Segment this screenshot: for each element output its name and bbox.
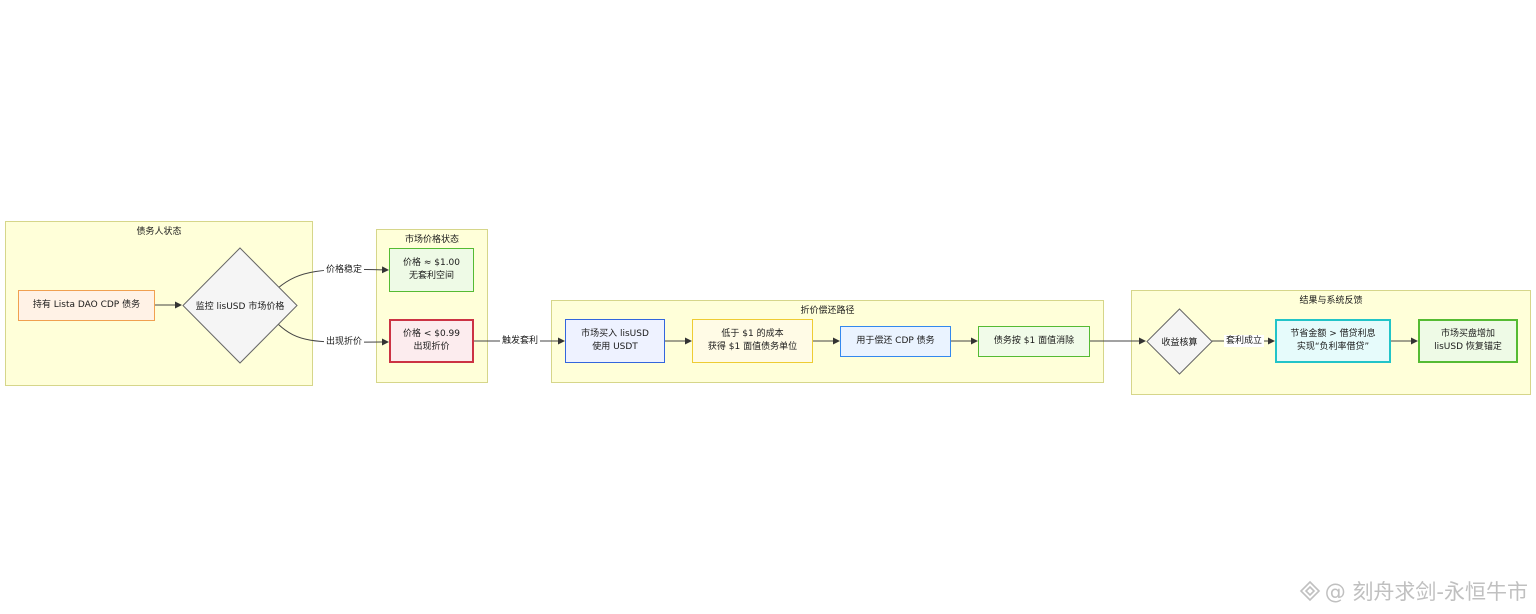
node-line2: 实现“负利率借贷” — [1296, 342, 1370, 352]
node-hold-debt: 持有 Lista DAO CDP 债务 — [18, 290, 155, 321]
node-monitor-price: 监控 lisUSD 市场价格 — [182, 247, 298, 364]
edge-monitor-discount — [277, 323, 389, 346]
node-line2: 无套利空间 — [408, 271, 454, 281]
node-label: 收益核算 — [1161, 338, 1198, 348]
node-line2: 获得 $1 面值债务单位 — [707, 342, 798, 352]
watermark-text: @ 刻舟求剑-永恒牛市 — [1324, 580, 1528, 604]
node-label: 监控 lisUSD 市场价格 — [195, 302, 285, 312]
node-profit-check: 收益核算 — [1146, 308, 1213, 375]
node-line2: 出现折价 — [413, 342, 450, 352]
node-line1: 市场买盘增加 — [1440, 329, 1495, 339]
node-savings: 节省金额 > 借贷利息 实现“负利率借贷” — [1275, 319, 1391, 363]
node-line1: 价格 < $0.99 — [402, 329, 461, 339]
node-line1: 低于 $1 的成本 — [721, 329, 784, 339]
node-price-stable: 价格 ≈ $1.00 无套利空间 — [389, 248, 474, 292]
node-low-cost: 低于 $1 的成本 获得 $1 面值债务单位 — [692, 319, 813, 363]
node-debt-cleared: 债务按 $1 面值消除 — [978, 326, 1090, 357]
node-line2: 使用 USDT — [592, 342, 638, 352]
group-title: 折价偿还路径 — [800, 306, 855, 316]
edge-label-success: 套利成立 — [1224, 335, 1265, 347]
node-price-discount: 价格 < $0.99 出现折价 — [389, 319, 474, 363]
node-label: 持有 Lista DAO CDP 债务 — [32, 300, 141, 310]
edge-label-trigger: 触发套利 — [500, 335, 541, 347]
diamond-shape — [182, 247, 298, 364]
group-title: 债务人状态 — [136, 227, 182, 237]
group-title: 市场价格状态 — [404, 235, 459, 245]
node-buy-lisusd: 市场买入 lisUSD 使用 USDT — [565, 319, 665, 363]
node-line1: 价格 ≈ $1.00 — [402, 258, 461, 268]
diamond-shape — [1146, 308, 1213, 375]
edge-monitor-stable — [277, 266, 389, 289]
edge-label-discount: 出现折价 — [324, 336, 365, 348]
node-line1: 节省金额 > 借贷利息 — [1290, 329, 1376, 339]
group-title: 结果与系统反馈 — [1299, 296, 1363, 306]
node-line1: 市场买入 lisUSD — [581, 329, 649, 339]
node-label: 用于偿还 CDP 债务 — [856, 336, 935, 346]
logo-icon — [1299, 580, 1320, 602]
node-peg-restored: 市场买盘增加 lisUSD 恢复锚定 — [1418, 319, 1518, 363]
node-label: 债务按 $1 面值消除 — [993, 336, 1075, 346]
node-line2: lisUSD 恢复锚定 — [1434, 342, 1502, 352]
watermark: @ 刻舟求剑-永恒牛市 — [1299, 576, 1528, 606]
edge-label-stable: 价格稳定 — [324, 264, 365, 276]
node-repay-cdp: 用于偿还 CDP 债务 — [840, 326, 951, 357]
